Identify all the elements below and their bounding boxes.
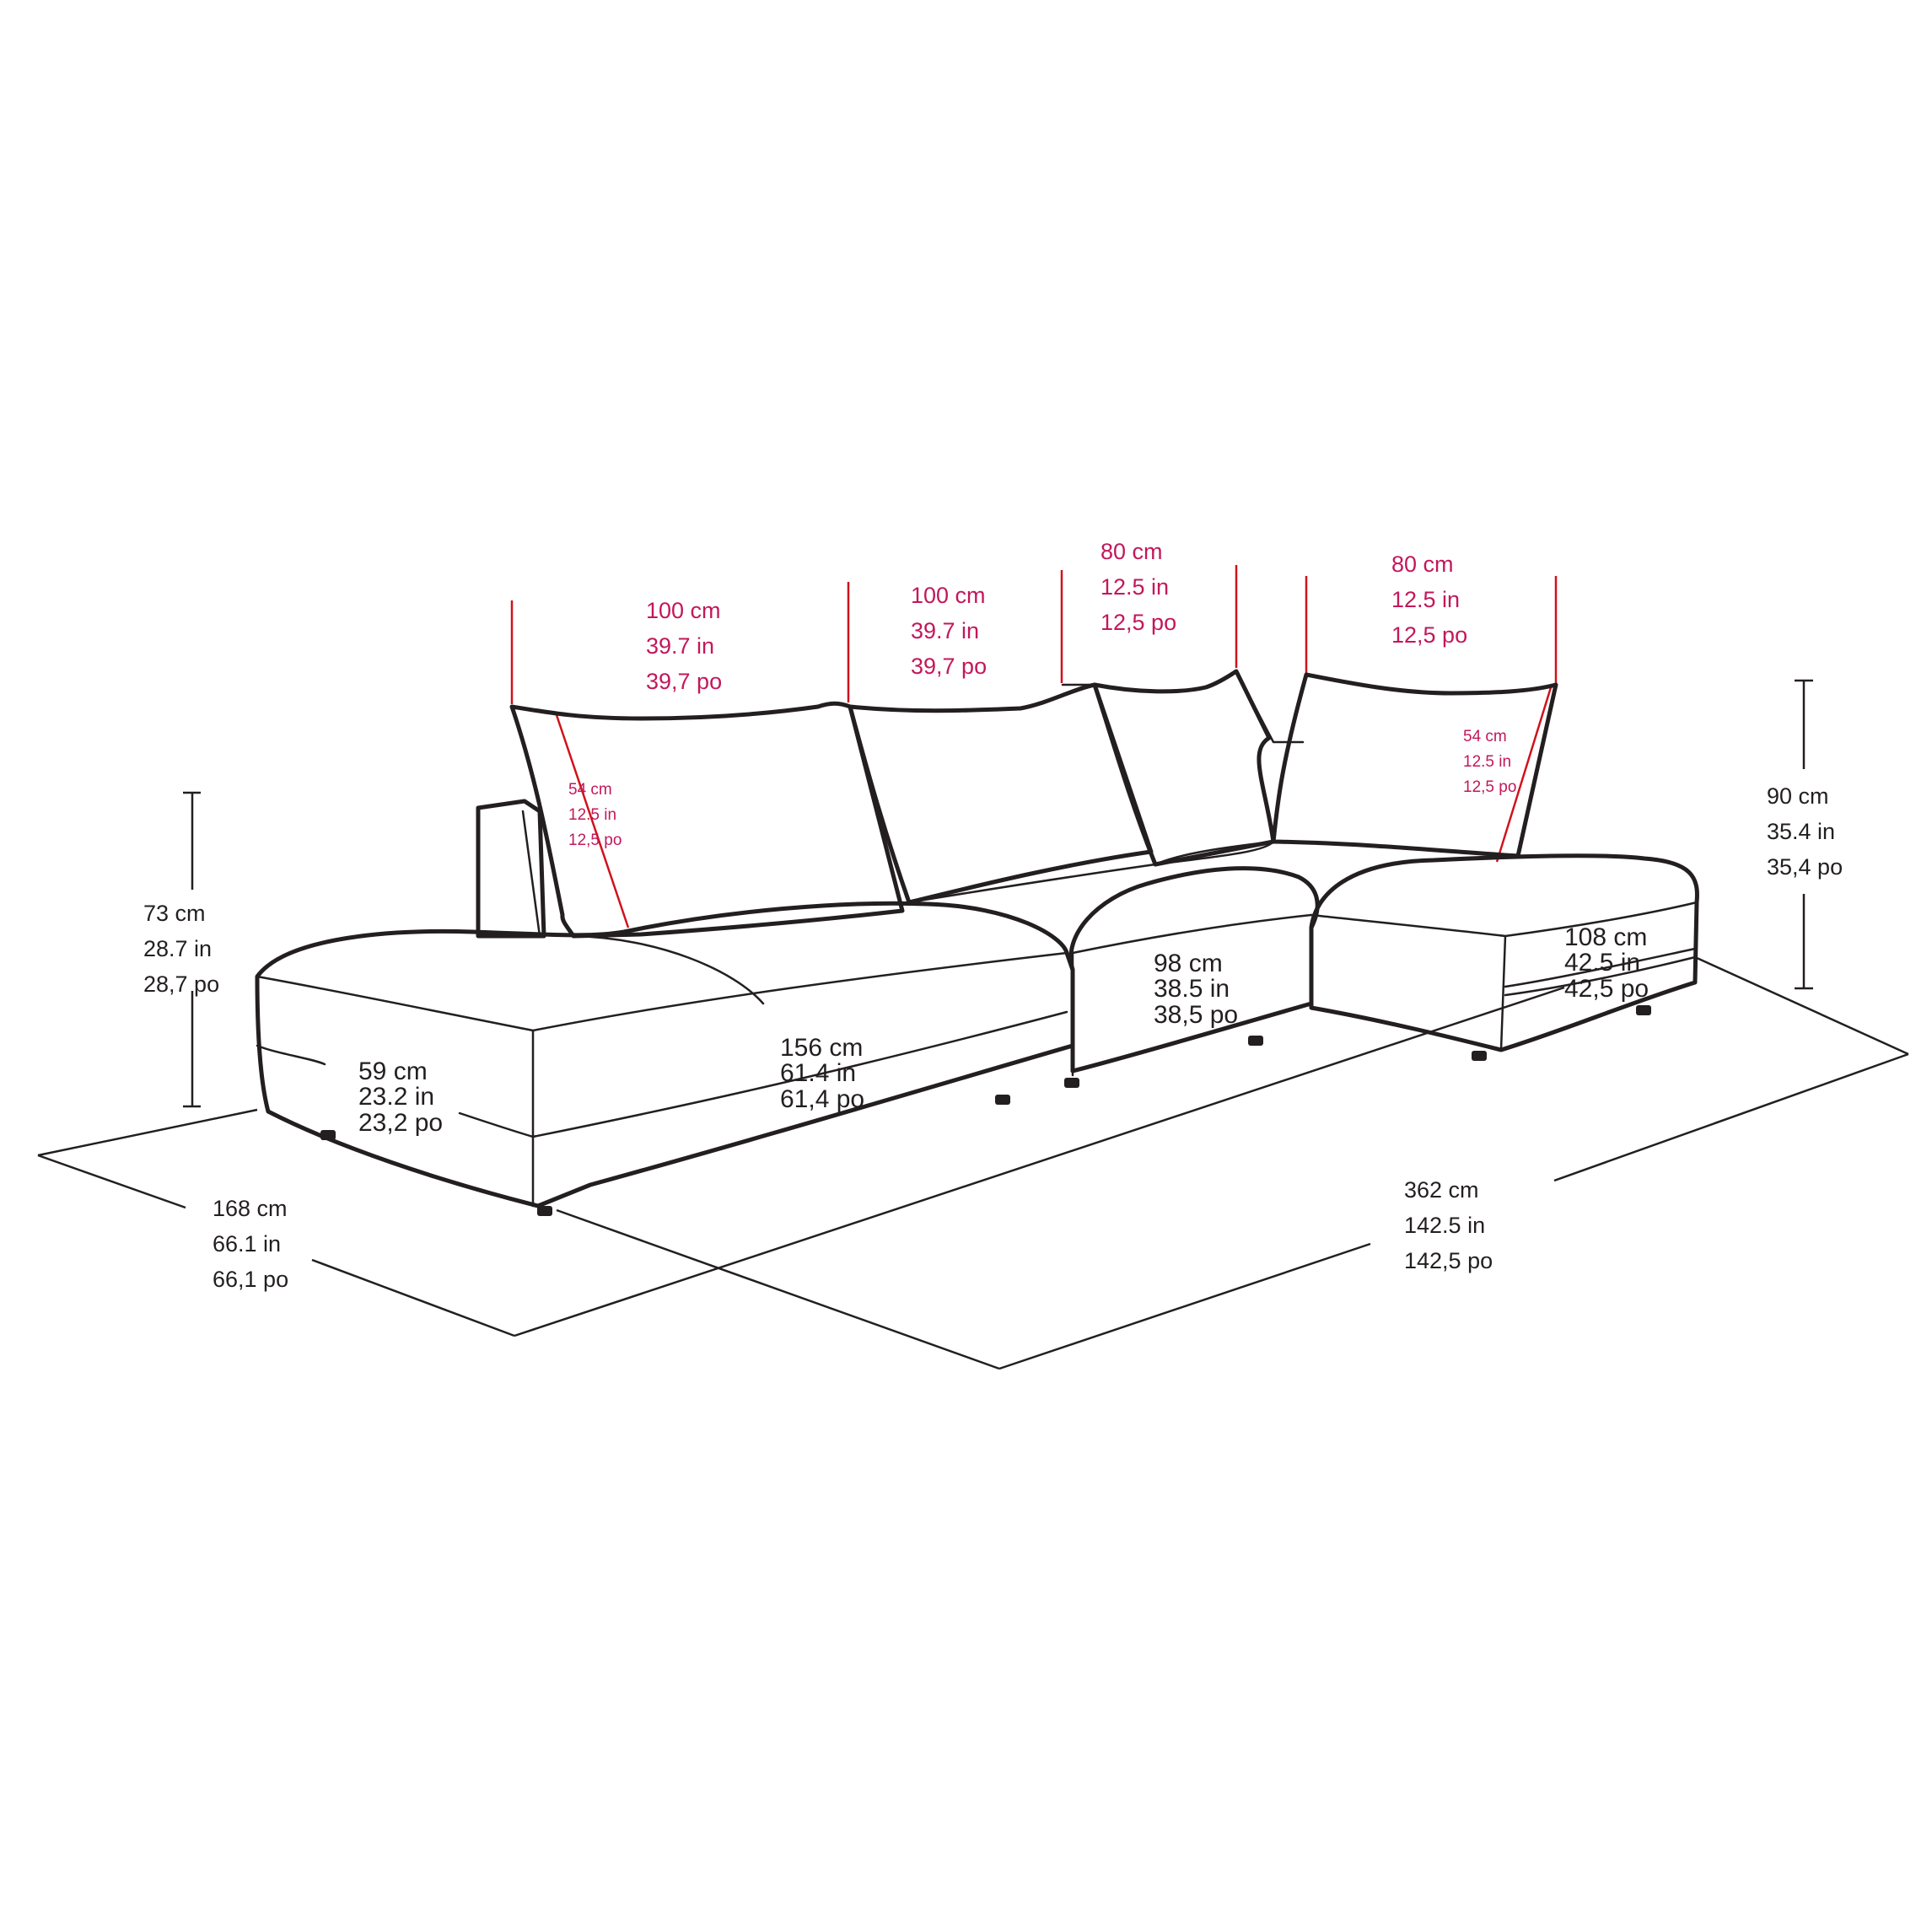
- svg-text:100 cm: 100 cm: [646, 598, 721, 623]
- svg-text:54 cm: 54 cm: [1463, 728, 1507, 745]
- svg-text:100 cm: 100 cm: [911, 583, 986, 608]
- svg-text:168 cm: 168 cm: [213, 1196, 288, 1221]
- cushion-3-label: 80 cm 12.5 in 12,5 po: [1101, 539, 1176, 635]
- svg-text:28,7 po: 28,7 po: [143, 971, 219, 997]
- cushion-guides: [510, 565, 1558, 928]
- svg-text:66.1 in: 66.1 in: [213, 1231, 281, 1257]
- svg-text:66,1 po: 66,1 po: [213, 1267, 288, 1292]
- svg-text:35,4 po: 35,4 po: [1767, 854, 1843, 880]
- svg-text:80 cm: 80 cm: [1101, 539, 1163, 564]
- svg-text:73 cm: 73 cm: [143, 901, 206, 926]
- seat-height-label: 73 cm 28.7 in 28,7 po: [143, 901, 219, 997]
- svg-text:35.4 in: 35.4 in: [1767, 819, 1835, 844]
- svg-text:38,5 po: 38,5 po: [1154, 1001, 1238, 1029]
- svg-text:39.7 in: 39.7 in: [646, 633, 714, 659]
- right-section-label: 108 cm 42.5 in 42,5 po: [1564, 923, 1649, 1003]
- svg-text:61.4 in: 61.4 in: [780, 1059, 856, 1087]
- svg-text:90 cm: 90 cm: [1767, 783, 1829, 809]
- total-height-marker: [1795, 679, 1813, 990]
- cushion-diagonal-left: [555, 714, 630, 928]
- cushion-2-label: 100 cm 39.7 in 39,7 po: [911, 583, 987, 679]
- depth-line-left: [37, 1154, 186, 1209]
- sofa-outline: [255, 669, 1699, 1216]
- svg-text:12.5 in: 12.5 in: [1391, 587, 1460, 612]
- svg-text:23.2 in: 23.2 in: [358, 1083, 434, 1111]
- svg-text:39,7 po: 39,7 po: [911, 654, 987, 679]
- middle-section-label: 98 cm 38.5 in 38,5 po: [1154, 950, 1238, 1029]
- total-length-label: 362 cm 142.5 in 142,5 po: [1404, 1177, 1493, 1273]
- length-line-end: [1694, 955, 1909, 1056]
- svg-text:12,5 po: 12,5 po: [1463, 778, 1516, 796]
- svg-text:38.5 in: 38.5 in: [1154, 975, 1230, 1003]
- svg-text:80 cm: 80 cm: [1391, 552, 1454, 577]
- cushion-diagonal-right: [1495, 684, 1553, 863]
- depth-line-right: [311, 1258, 515, 1337]
- svg-text:142,5 po: 142,5 po: [1404, 1248, 1493, 1273]
- svg-text:23,2 po: 23,2 po: [358, 1109, 443, 1137]
- svg-text:12,5 po: 12,5 po: [1101, 610, 1176, 635]
- svg-text:98 cm: 98 cm: [1154, 950, 1223, 977]
- depth-label: 168 cm 66.1 in 66,1 po: [213, 1196, 288, 1292]
- svg-text:12.5 in: 12.5 in: [568, 806, 616, 824]
- svg-text:28.7 in: 28.7 in: [143, 936, 212, 961]
- length-line-back: [514, 986, 1565, 1337]
- svg-text:54 cm: 54 cm: [568, 781, 612, 799]
- svg-text:39.7 in: 39.7 in: [911, 618, 979, 643]
- left-section-label: 156 cm 61.4 in 61,4 po: [780, 1034, 864, 1113]
- cushion-height-left-label: 54 cm 12.5 in 12,5 po: [568, 781, 622, 849]
- length-line-front-left: [998, 1242, 1371, 1370]
- seat-height-marker: [183, 791, 201, 1108]
- svg-text:142.5 in: 142.5 in: [1404, 1213, 1485, 1238]
- footprint-lines: [37, 955, 1909, 1370]
- cushion-1-label: 100 cm 39.7 in 39,7 po: [646, 598, 722, 694]
- svg-text:362 cm: 362 cm: [1404, 1177, 1479, 1203]
- svg-text:12,5 po: 12,5 po: [1391, 622, 1467, 648]
- svg-text:61,4 po: 61,4 po: [780, 1085, 864, 1113]
- svg-text:42,5 po: 42,5 po: [1564, 975, 1649, 1003]
- chaise-width-label: 59 cm 23.2 in 23,2 po: [358, 1057, 443, 1137]
- svg-text:42.5 in: 42.5 in: [1564, 949, 1640, 977]
- total-height-label: 90 cm 35.4 in 35,4 po: [1767, 783, 1843, 880]
- cushion-height-right-label: 54 cm 12.5 in 12,5 po: [1463, 728, 1516, 796]
- depth-line-upper: [37, 1108, 258, 1157]
- svg-text:39,7 po: 39,7 po: [646, 669, 722, 694]
- svg-text:12.5 in: 12.5 in: [1463, 753, 1511, 771]
- cushion-4-label: 80 cm 12.5 in 12,5 po: [1391, 552, 1467, 648]
- svg-text:12,5 po: 12,5 po: [568, 831, 622, 849]
- svg-text:59 cm: 59 cm: [358, 1057, 428, 1085]
- svg-text:12.5 in: 12.5 in: [1101, 574, 1169, 600]
- length-line-front-right: [1553, 1052, 1909, 1182]
- svg-text:156 cm: 156 cm: [780, 1034, 863, 1062]
- chaise-line-front: [556, 1208, 1000, 1370]
- svg-text:108 cm: 108 cm: [1564, 923, 1647, 951]
